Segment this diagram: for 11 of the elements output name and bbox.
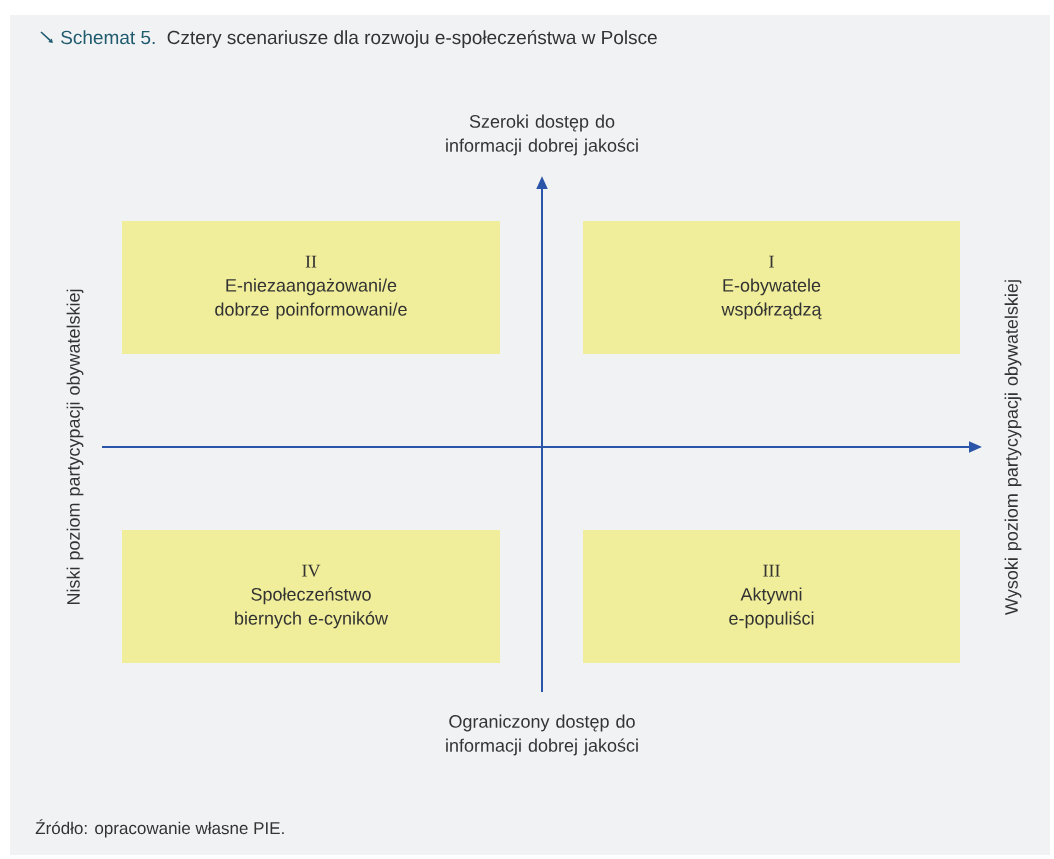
figure-number: Schemat 5. — [61, 30, 155, 45]
axis-label: Niski poziom partycypacji obywatelskiej — [66, 289, 84, 605]
axis-label: Szeroki dostęp do informacji dobrej jakości — [446, 114, 638, 156]
scenario-box: II E-niezaangażowani/e dobrze poinformowani/e — [122, 221, 500, 354]
title: Cztery scenariusze dla rozwoju e-społeczeństwa w Polsce — [167, 30, 657, 48]
axis-label: Wysoki poziom partycypacji obywatelskiej — [1004, 280, 1022, 615]
scenario-box: IV Społeczeństwo biernych e-cyników — [122, 530, 500, 663]
source-note: Źródło: opracowanie własne PIE. — [35, 819, 284, 838]
scenario-box: III Aktywni e-populiści — [583, 530, 960, 663]
scenario-box: I E-obywatele współrządzą — [583, 221, 960, 354]
axis-label: Ograniczony dostęp do informacji dobrej jakości — [446, 714, 638, 756]
